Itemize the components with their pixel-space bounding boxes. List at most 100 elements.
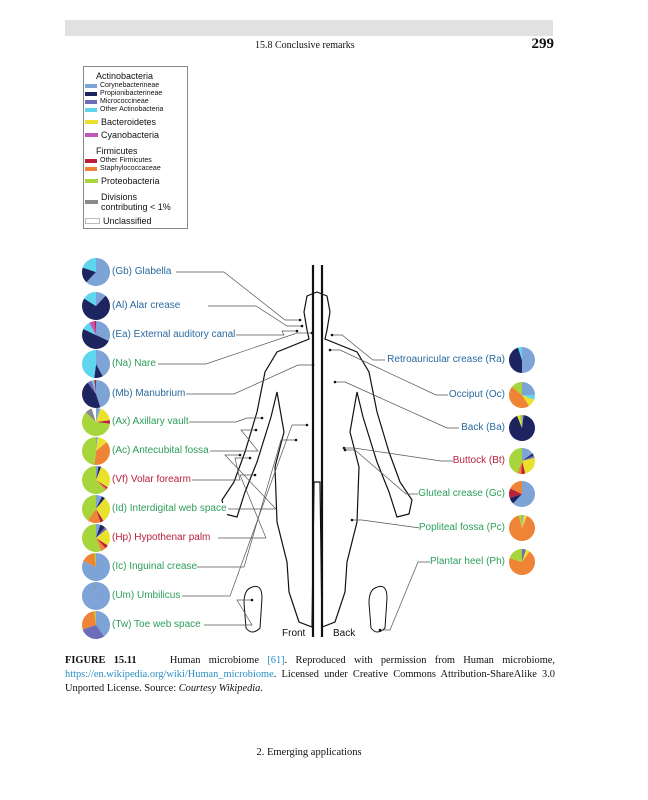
pie-chart-right: [509, 448, 535, 474]
site-label: (Na) Nare: [112, 358, 156, 370]
pie-slice: [509, 448, 522, 474]
pie-slice: [96, 466, 102, 480]
human-body-outline: [221, 291, 413, 628]
pie-slice: [96, 437, 107, 451]
pie-slice: [96, 509, 104, 523]
leader-line: [236, 330, 297, 336]
pie-slice: [522, 395, 535, 400]
pie-slice: [86, 258, 110, 286]
leader-line: [158, 332, 312, 365]
pie-slice: [521, 461, 526, 474]
pie-chart-left: [82, 611, 111, 640]
pie-chart-right: [509, 415, 535, 442]
pie-slice: [509, 549, 522, 562]
pie-slice: [96, 408, 101, 422]
legend-item: Other Firmicutes: [85, 157, 152, 164]
pie-chart-left: [81, 524, 110, 552]
pie-chart-left: [81, 350, 110, 379]
pie-slice: [96, 527, 107, 538]
pie-slice: [87, 380, 96, 394]
site-marker: [328, 348, 332, 352]
site-label: (Ea) External auditory canal: [112, 329, 236, 341]
pie-slice: [83, 553, 96, 567]
pie-slice: [82, 267, 96, 283]
pie-slice: [96, 437, 98, 451]
site-marker: [330, 333, 334, 337]
site-marker: [350, 518, 354, 522]
pie-chart-left: [82, 321, 111, 349]
pie-slice: [81, 437, 96, 465]
caption-source: Courtesy Wikipedia: [178, 683, 261, 694]
pie-slice: [96, 498, 110, 521]
site-marker: [254, 428, 258, 432]
leader-line: [218, 474, 267, 539]
pie-slice: [96, 524, 101, 538]
legend-item: Proteobacteria: [85, 176, 160, 186]
leader-line: [344, 447, 453, 462]
back-foot-sole: [368, 585, 388, 633]
header-bar: [65, 20, 553, 36]
caption-text: . Licensed under Creative Commons Attrib…: [65, 669, 555, 694]
figure-caption: FIGURE 15.11 Human microbiome [61]. Repr…: [65, 654, 555, 696]
legend-label: Divisions contributing < 1%: [101, 192, 171, 212]
site-label: Occiput (Oc): [448, 389, 505, 401]
site-label: Retroauricular crease (Ra): [387, 354, 505, 366]
site-marker: [342, 446, 346, 450]
pie-slice: [95, 582, 96, 596]
pie-slice: [522, 448, 533, 461]
pie-slice: [96, 466, 99, 480]
pie-chart-left: [82, 292, 111, 320]
wikipedia-link[interactable]: https://en.wikipedia.org/wiki/Human_micr…: [65, 669, 274, 680]
pie-slice: [96, 480, 107, 491]
pie-chart-right: [509, 382, 535, 408]
pie-slice: [96, 496, 105, 509]
site-label: (Gb) Glabella: [112, 266, 172, 278]
site-label: Plantar heel (Ph): [429, 556, 505, 568]
pie-slice: [96, 495, 102, 509]
citation-link[interactable]: [61]: [267, 655, 285, 666]
site-label: (Tw) Toe web space: [112, 619, 201, 631]
site-marker: [238, 453, 242, 457]
leader-line: [380, 561, 430, 631]
legend-swatch: [85, 99, 97, 104]
site-label: Buttock (Bt): [452, 455, 505, 467]
site-marker: [311, 363, 315, 367]
pie-slice: [508, 347, 522, 373]
pie-slice: [84, 292, 96, 306]
pie-slice: [522, 515, 527, 528]
leader-line: [345, 449, 418, 495]
pie-chart-left: [81, 408, 110, 437]
site-label: (Hp) Hypothenar palm: [112, 532, 211, 544]
site-marker: [333, 380, 337, 384]
pie-slice: [511, 382, 522, 395]
pie-slice: [519, 415, 522, 428]
pie-chart-right: [509, 515, 536, 541]
pie-slice: [82, 495, 96, 521]
leader-line: [188, 417, 262, 423]
pie-slice: [509, 415, 535, 442]
site-label: (Vf) Volar forearm: [112, 474, 191, 486]
legend-item: Corynebacterineae: [85, 82, 159, 89]
caption-text: . Reproduced with permission from Human …: [284, 655, 556, 666]
site-marker: [248, 456, 252, 460]
legend-swatch: [85, 218, 100, 224]
pie-slice: [96, 350, 110, 377]
site-marker: [300, 324, 304, 328]
legend-label: Unclassified: [103, 216, 152, 226]
pie-slice: [91, 380, 96, 394]
pie-slice: [518, 515, 522, 528]
page-number: 299: [531, 36, 555, 52]
leader-line: [208, 305, 302, 327]
site-label: Back (Ba): [461, 422, 505, 434]
pie-slice: [522, 457, 535, 474]
pie-slice: [509, 494, 522, 504]
figure-number: FIGURE 15.11: [65, 655, 137, 666]
pie-slice: [508, 488, 522, 499]
legend-item: Divisions contributing < 1%: [85, 192, 171, 212]
leader-line: [330, 349, 448, 396]
legend-label: Bacteroidetes: [101, 117, 157, 127]
pie-slice: [82, 611, 96, 630]
pie-slice: [96, 538, 108, 549]
pie-chart-right: [509, 549, 535, 575]
